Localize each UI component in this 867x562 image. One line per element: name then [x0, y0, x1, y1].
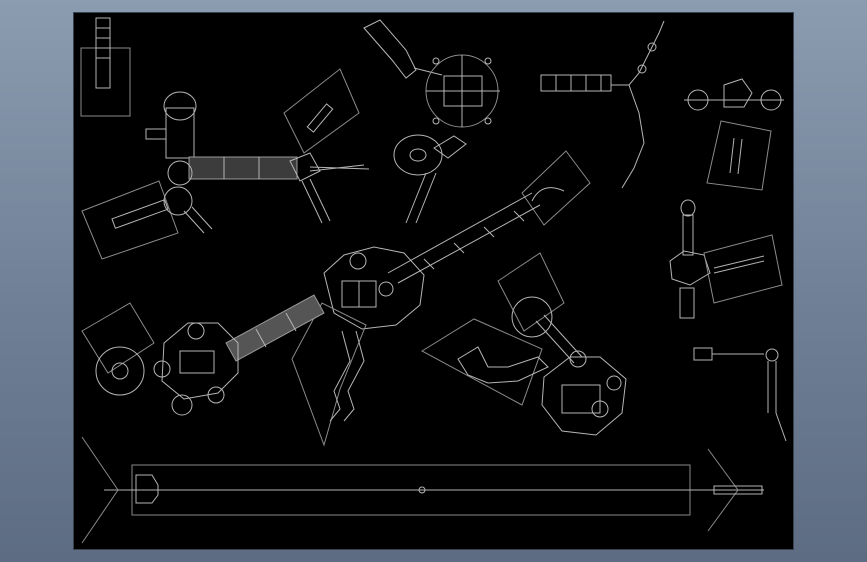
zip-line-plan: [81, 436, 764, 544]
right-tower-structure: [669, 199, 783, 319]
chain-climber-structure: [540, 20, 665, 189]
tower-bridge-structure: [81, 68, 370, 260]
octagon-deck-structure: [363, 19, 500, 224]
cad-drawing-canvas[interactable]: [74, 13, 793, 549]
tube-slide-diagonal: [387, 150, 591, 284]
left-play-cluster: [81, 302, 239, 416]
small-bridge-structure: [693, 347, 787, 442]
round-deck-structure: [684, 78, 784, 191]
lower-right-play-cluster: [421, 252, 627, 436]
central-play-cluster: [291, 246, 425, 447]
grey-bridge-left: [225, 294, 325, 362]
ladder-module-top-left: [80, 17, 131, 117]
